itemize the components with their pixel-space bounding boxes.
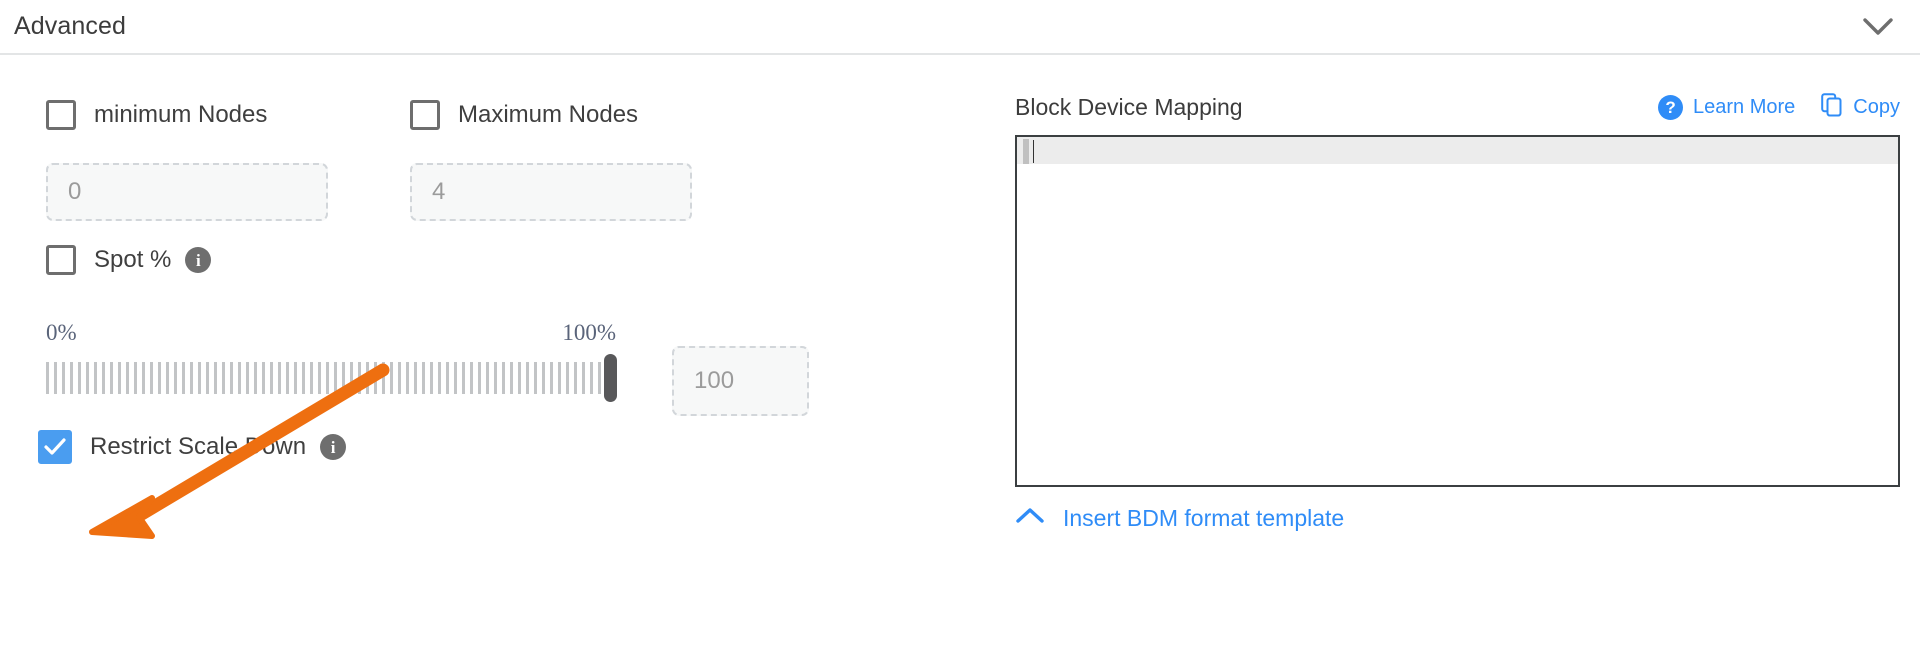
chevron-down-icon xyxy=(1863,17,1893,36)
insert-bdm-template-label: Insert BDM format template xyxy=(1063,504,1345,531)
min-nodes-label: minimum Nodes xyxy=(94,101,268,128)
spot-percent-slider-group: 0% 100% 100 xyxy=(46,320,809,416)
learn-more-label: Learn More xyxy=(1693,95,1796,118)
check-icon xyxy=(43,437,67,457)
spot-percent-input[interactable]: 100 xyxy=(672,346,809,416)
min-nodes-input[interactable]: 0 xyxy=(46,163,328,221)
info-icon[interactable]: i xyxy=(320,434,347,460)
section-header: Advanced xyxy=(0,0,1920,55)
block-device-mapping-header: Block Device Mapping ? Learn More Copy xyxy=(1015,90,1900,124)
restrict-scale-down-checkbox[interactable] xyxy=(38,430,72,464)
block-device-mapping-editor[interactable] xyxy=(1015,135,1900,487)
spot-percent-slider-track[interactable] xyxy=(46,362,616,394)
collapse-section-button[interactable] xyxy=(1858,7,1898,47)
editor-caret xyxy=(1033,140,1034,163)
block-device-mapping-actions: ? Learn More Copy xyxy=(1658,92,1900,122)
max-nodes-label: Maximum Nodes xyxy=(458,101,639,128)
restrict-scale-down-checkbox-group[interactable]: Restrict Scale Down i xyxy=(38,430,347,464)
insert-bdm-template-link[interactable]: Insert BDM format template xyxy=(1015,500,1344,536)
max-nodes-checkbox[interactable] xyxy=(410,100,440,130)
max-nodes-input[interactable]: 4 xyxy=(410,163,692,221)
slider-range-labels: 0% 100% xyxy=(46,320,616,348)
copy-label: Copy xyxy=(1853,95,1900,118)
slider-min-label: 0% xyxy=(46,320,77,345)
chevron-up-icon xyxy=(1015,507,1045,530)
block-device-mapping-column: Block Device Mapping ? Learn More Copy xyxy=(990,55,1920,656)
min-nodes-checkbox-group[interactable]: minimum Nodes xyxy=(46,100,267,130)
min-nodes-checkbox[interactable] xyxy=(46,100,76,130)
copy-button[interactable]: Copy xyxy=(1821,92,1900,122)
spot-percent-checkbox-group[interactable]: Spot % i xyxy=(46,245,212,275)
editor-gutter-marker xyxy=(1023,139,1029,164)
spot-percent-label: Spot % xyxy=(94,246,172,273)
editor-active-line xyxy=(1017,137,1898,164)
block-device-mapping-title: Block Device Mapping xyxy=(1015,93,1243,120)
restrict-scale-down-label: Restrict Scale Down xyxy=(90,433,307,460)
page-title: Advanced xyxy=(14,12,126,40)
node-count-row: minimum Nodes Maximum Nodes xyxy=(46,100,746,136)
question-circle-icon: ? xyxy=(1658,94,1684,120)
learn-more-link[interactable]: ? Learn More xyxy=(1658,94,1796,120)
advanced-options-column: minimum Nodes Maximum Nodes 0 4 Spot % i… xyxy=(0,55,990,656)
slider-max-label: 100% xyxy=(562,320,616,345)
spot-percent-checkbox[interactable] xyxy=(46,245,76,275)
info-icon[interactable]: i xyxy=(185,247,212,273)
copy-icon xyxy=(1821,92,1843,122)
spot-percent-slider-thumb[interactable] xyxy=(604,354,617,402)
max-nodes-checkbox-group[interactable]: Maximum Nodes xyxy=(410,100,638,130)
